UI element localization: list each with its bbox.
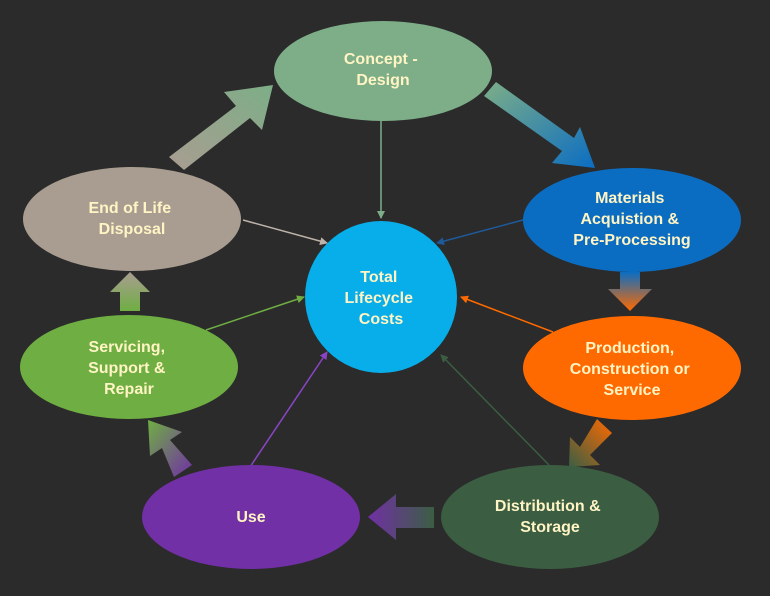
flow-arrow-production-to-distribution	[569, 419, 612, 467]
stage-servicing	[20, 315, 238, 419]
stage-distribution	[441, 465, 659, 569]
cost-arrow-use	[249, 351, 328, 468]
cost-arrow-servicing	[205, 295, 305, 331]
stage-use	[142, 465, 360, 569]
label-materials: Materials Acquistion & Pre-Processing	[573, 190, 690, 249]
label-servicing: Servicing, Support & Repair	[88, 339, 170, 398]
flow-arrow-servicing-to-disposal	[110, 272, 150, 311]
stage-concept-design	[274, 21, 492, 121]
stage-production	[523, 316, 741, 420]
label-use: Use	[236, 509, 265, 526]
flow-arrow-distribution-to-use	[368, 494, 434, 540]
cost-arrow-distribution	[440, 354, 550, 466]
flow-arrow-use-to-servicing	[148, 420, 192, 477]
flow-arrow-concept-to-materials	[484, 82, 595, 168]
cost-arrow-production	[460, 295, 554, 333]
label-total-lifecycle-costs: Total Lifecycle Costs	[345, 269, 418, 328]
label-disposal: End of Life Disposal	[88, 200, 175, 238]
label-concept-design: Concept - Design	[344, 51, 422, 89]
flow-arrow-materials-to-production	[608, 272, 652, 311]
label-production: Production, Construction or Service	[570, 340, 694, 399]
stage-disposal	[23, 167, 241, 271]
label-distribution: Distribution & Storage	[495, 498, 605, 536]
flow-arrow-disposal-to-concept	[169, 85, 273, 170]
stage-materials	[523, 168, 741, 272]
cost-arrow-materials	[436, 219, 524, 246]
center-total-lifecycle-costs	[305, 221, 457, 373]
cost-arrow-disposal	[242, 219, 328, 246]
